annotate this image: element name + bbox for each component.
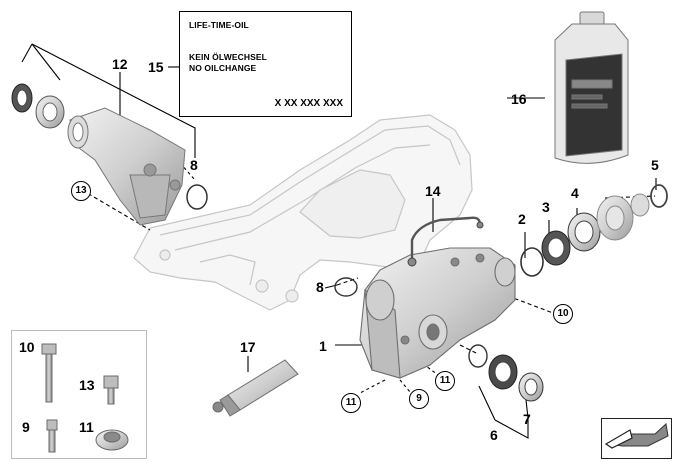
callout-14[interactable]: 14 [425, 183, 441, 199]
differential-housing [359, 247, 516, 379]
label-life-time-oil: LIFE-TIME-OIL [189, 20, 249, 30]
sealant-tube [212, 359, 299, 417]
o-ring-8-top [186, 184, 208, 210]
callout-8-mid[interactable]: 8 [316, 279, 324, 295]
callout-15[interactable]: 15 [148, 59, 164, 75]
oil-bottle [554, 11, 629, 164]
callout-3[interactable]: 3 [542, 199, 550, 215]
circled-callout-10[interactable]: 10 [553, 304, 573, 324]
label-part-code: X XX XXX XXX [274, 98, 343, 109]
legend-label-10[interactable]: 10 [19, 339, 35, 355]
circled-callout-11-left[interactable]: 11 [341, 393, 361, 413]
fastener-legend [11, 330, 147, 459]
legend-label-13[interactable]: 13 [79, 377, 95, 393]
callout-4[interactable]: 4 [571, 185, 579, 201]
axle-housing-bracket [67, 107, 186, 226]
callout-17[interactable]: 17 [240, 339, 256, 355]
circlip-5 [650, 184, 668, 208]
nav-arrow-graphic [604, 423, 669, 449]
seal-ring-3 [541, 230, 571, 266]
callout-6[interactable]: 6 [490, 427, 498, 443]
legend-label-9[interactable]: 9 [22, 419, 30, 435]
callout-12[interactable]: 12 [112, 56, 128, 72]
callout-16[interactable]: 16 [511, 91, 527, 107]
circled-callout-11-right[interactable]: 11 [435, 371, 455, 391]
legend-label-11[interactable]: 11 [79, 419, 94, 435]
shim-ring-2 [520, 247, 544, 277]
o-ring-lower [468, 344, 488, 368]
flange-shaft [596, 193, 650, 241]
callout-7[interactable]: 7 [523, 411, 531, 427]
seal-ring-7 [518, 372, 544, 402]
label-no-oil-change-de: KEIN ÖLWECHSEL [189, 52, 267, 62]
circled-callout-9[interactable]: 9 [409, 389, 429, 409]
seal-ring-left [11, 83, 33, 113]
callout-1[interactable]: 1 [319, 338, 327, 354]
oil-label-card: LIFE-TIME-OIL KEIN ÖLWECHSEL NO OILCHANG… [179, 11, 352, 117]
circled-callout-13[interactable]: 13 [71, 181, 91, 201]
oil-pan-ghost [133, 114, 473, 311]
seal-ring-6 [488, 354, 518, 390]
label-no-oil-change-en: NO OILCHANGE [189, 63, 257, 73]
bearing-left [35, 95, 65, 129]
legend-bolts [41, 343, 129, 453]
seal-ring-4 [567, 212, 601, 252]
next-page-nav[interactable] [601, 418, 672, 459]
callout-2[interactable]: 2 [518, 211, 526, 227]
callout-5[interactable]: 5 [651, 157, 659, 173]
breather-hose [407, 216, 484, 267]
o-ring-8-mid [334, 277, 358, 297]
callout-8-top[interactable]: 8 [190, 157, 198, 173]
